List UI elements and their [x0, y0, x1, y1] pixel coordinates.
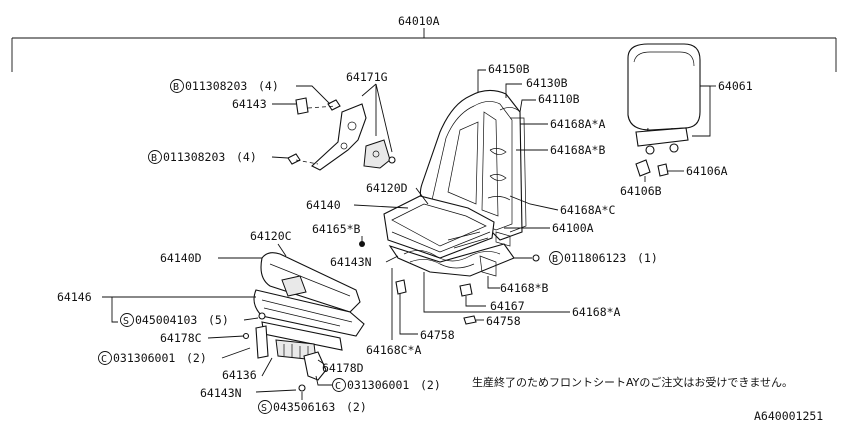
label-screw-top-qty: (5) — [208, 313, 229, 327]
discontinued-note: 生産終了のためフロントシートAYのご注文はお受けできません。 — [472, 375, 793, 389]
label-slide-cover: 64120C — [250, 229, 292, 243]
label-bolt-upper-code: 011308203 — [185, 79, 247, 93]
label-clip-right-qty: (2) — [420, 378, 441, 392]
screw-symbol-top: S — [120, 313, 134, 327]
label-cover-n-2: 64143N — [200, 386, 242, 400]
label-spring-b: 64168*B — [500, 281, 549, 295]
headrest-drawing — [627, 43, 701, 177]
diagram-code: A640001251 — [754, 409, 823, 423]
label-part-64136: 64136 — [222, 368, 257, 382]
label-back-spring-c: 64168A*C — [560, 203, 615, 217]
label-cushion-cover: 64120D — [366, 181, 408, 195]
label-part-64167: 64167 — [490, 299, 525, 313]
label-bolt-upper-qty: (4) — [258, 79, 279, 93]
label-part-64178d: 64178D — [322, 361, 364, 375]
clip-symbol-right: C — [332, 378, 346, 392]
label-back-frame: 64110B — [538, 92, 580, 106]
svg-text:B: B — [173, 82, 179, 93]
label-screw-bottom-qty: (2) — [346, 400, 367, 414]
bolt-symbol-lower: B — [148, 150, 162, 164]
label-back-pad: 64130B — [526, 76, 568, 90]
label-assembly: 64010A — [398, 14, 440, 28]
label-bolt-right-qty: (1) — [637, 251, 658, 265]
svg-text:S: S — [261, 403, 267, 414]
label-back-cover: 64150B — [488, 62, 530, 76]
label-back-spring-b: 64168A*B — [550, 143, 605, 157]
label-slide-pad: 64140D — [160, 251, 202, 265]
label-clip-left-qty: (2) — [186, 351, 207, 365]
label-cover-n-1: 64143N — [330, 255, 372, 269]
label-part-64758-a: 64758 — [486, 314, 521, 328]
svg-text:C: C — [335, 381, 341, 392]
clip-symbol-left: C — [98, 351, 112, 365]
assembly-bracket — [11, 28, 837, 72]
label-clip-right-code: 031306001 — [347, 378, 409, 392]
label-clip-left-code: 031306001 — [113, 351, 175, 365]
label-screw-top-code: 045004103 — [135, 313, 197, 327]
label-screw-bottom-code: 043506163 — [273, 400, 335, 414]
svg-text:S: S — [123, 316, 129, 327]
label-recliner-cover: 64143 — [232, 97, 267, 111]
label-bolt-lower-qty: (4) — [236, 150, 257, 164]
svg-text:B: B — [552, 254, 558, 265]
label-cushion-pad: 64140 — [306, 198, 341, 212]
label-recliner: 64171G — [346, 70, 388, 84]
label-rail: 64146 — [57, 290, 92, 304]
label-cushion-frame: 64100A — [552, 221, 594, 235]
label-spring-c: 64168C*A — [366, 343, 421, 357]
label-headrest: 64061 — [718, 79, 753, 93]
label-bolt-right-code: 011806123 — [564, 251, 626, 265]
svg-text:B: B — [151, 153, 157, 164]
label-part-64758-b: 64758 — [420, 328, 455, 342]
label-headrest-guide-b: 64106B — [620, 184, 662, 198]
seat-cushion-drawing — [383, 195, 515, 297]
label-headrest-guide-a: 64106A — [686, 164, 728, 178]
bolt-symbol-upper: B — [170, 79, 184, 93]
label-bolt-lower-code: 011308203 — [163, 150, 225, 164]
label-clip: 64165*B — [312, 222, 361, 236]
label-back-spring-a: 64168A*A — [550, 117, 605, 131]
label-spring-a: 64168*A — [572, 305, 621, 319]
screw-symbol-bottom: S — [258, 400, 272, 414]
svg-text:C: C — [101, 354, 107, 365]
rail-assembly-drawing — [242, 252, 365, 392]
label-part-64178c: 64178C — [160, 331, 202, 345]
recliner-drawing — [287, 97, 396, 171]
bolt-symbol-right: B — [549, 251, 563, 265]
